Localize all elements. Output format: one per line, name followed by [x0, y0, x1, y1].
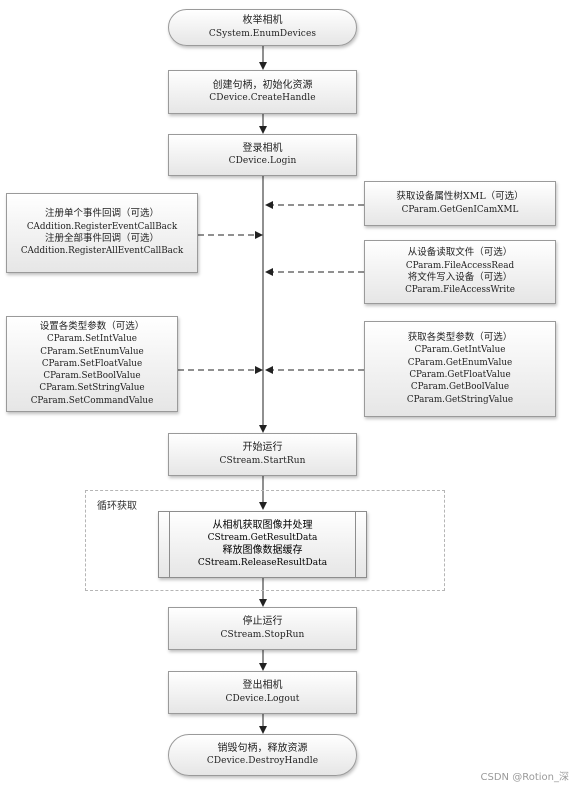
file-read-label: 从设备读取文件（可选） [407, 247, 513, 259]
node-start-run-en: CStream.StartRun [219, 455, 306, 466]
file-access-write-api: CParam.FileAccessWrite [405, 285, 515, 296]
set-command-value-api: CParam.SetCommandValue [30, 395, 154, 406]
node-start-run: 开始运行 CStream.StartRun [168, 433, 357, 476]
node-create-handle: 创建句柄，初始化资源 CDevice.CreateHandle [168, 70, 357, 114]
set-float-value-api: CParam.SetFloatValue [41, 358, 143, 369]
node-logout-en: CDevice.Logout [225, 693, 300, 704]
node-create-handle-zh: 创建句柄，初始化资源 [212, 79, 313, 91]
register-single-event-label: 注册单个事件回调（可选） [44, 208, 159, 220]
watermark: CSDN @Rotion_深 [480, 772, 569, 783]
node-start-run-zh: 开始运行 [242, 442, 283, 453]
get-bool-value-api: CParam.GetBoolValue [410, 382, 510, 393]
box-get-result-data: 从相机获取图像并处理 CStream.GetResultData 释放图像数据缓… [158, 511, 367, 578]
node-stop-run-zh: 停止运行 [242, 616, 283, 627]
inner-box-right-bar [355, 512, 356, 577]
file-write-label: 将文件写入设备（可选） [407, 272, 513, 283]
get-enum-value-api: CParam.GetEnumValue [407, 357, 513, 368]
get-float-value-api: CParam.GetFloatValue [409, 370, 511, 380]
node-login-zh: 登录相机 [242, 142, 283, 154]
register-all-event-callback-api: CAddition.RegisterAllEventCallBack [20, 246, 184, 257]
set-params-label: 设置各类型参数（可选） [39, 320, 145, 332]
box-register-event-callbacks: 注册单个事件回调（可选） CAddition.RegisterEventCall… [6, 193, 198, 273]
node-enum-devices: 枚举相机 CSystem.EnumDevices [168, 9, 357, 46]
file-access-read-api: CParam.FileAccessRead [405, 260, 515, 271]
release-result-data-api: CStream.ReleaseResultData [197, 558, 328, 568]
register-event-callback-api: CAddition.RegisterEventCallBack [26, 221, 178, 232]
box-set-params: 设置各类型参数（可选） CParam.SetIntValue CParam.Se… [6, 316, 178, 412]
set-int-value-api: CParam.SetIntValue [46, 334, 137, 345]
register-all-event-label: 注册全部事件回调（可选） [44, 233, 159, 244]
node-enum-devices-zh: 枚举相机 [242, 15, 283, 26]
box-get-genicam-xml: 获取设备属性树XML（可选） CParam.GetGenICamXML [364, 181, 556, 226]
node-destroy-handle-zh: 销毁句柄，释放资源 [217, 742, 308, 754]
release-image-label: 释放图像数据缓存 [222, 544, 303, 556]
loop-label: 循环获取 [97, 501, 137, 512]
inner-box-left-bar [169, 512, 170, 577]
get-xml-label: 获取设备属性树XML（可选） [396, 191, 524, 203]
get-string-value-api: CParam.GetStringValue [406, 394, 514, 405]
node-enum-devices-en: CSystem.EnumDevices [208, 28, 317, 39]
node-login-en: CDevice.Login [228, 156, 297, 166]
node-destroy-handle-en: CDevice.DestroyHandle [206, 756, 319, 766]
get-params-label: 获取各类型参数（可选） [407, 332, 513, 344]
get-genicam-xml-api: CParam.GetGenICamXML [401, 204, 519, 215]
get-result-data-api: CStream.GetResultData [207, 533, 318, 543]
box-get-params: 获取各类型参数（可选） CParam.GetIntValue CParam.Ge… [364, 321, 556, 417]
node-stop-run-en: CStream.StopRun [220, 629, 305, 640]
set-string-value-api: CParam.SetStringValue [39, 383, 145, 394]
node-logout: 登出相机 CDevice.Logout [168, 671, 357, 714]
set-bool-value-api: CParam.SetBoolValue [43, 371, 141, 382]
node-login: 登录相机 CDevice.Login [168, 134, 357, 176]
get-image-label: 从相机获取图像并处理 [212, 519, 313, 531]
box-file-access: 从设备读取文件（可选） CParam.FileAccessRead 将文件写入设… [364, 240, 556, 304]
get-int-value-api: CParam.GetIntValue [414, 345, 506, 356]
node-logout-zh: 登出相机 [242, 680, 283, 691]
loop-frame [85, 490, 445, 591]
set-enum-value-api: CParam.SetEnumValue [40, 346, 144, 357]
node-destroy-handle: 销毁句柄，释放资源 CDevice.DestroyHandle [168, 734, 357, 776]
node-create-handle-en: CDevice.CreateHandle [209, 93, 316, 103]
node-stop-run: 停止运行 CStream.StopRun [168, 607, 357, 650]
